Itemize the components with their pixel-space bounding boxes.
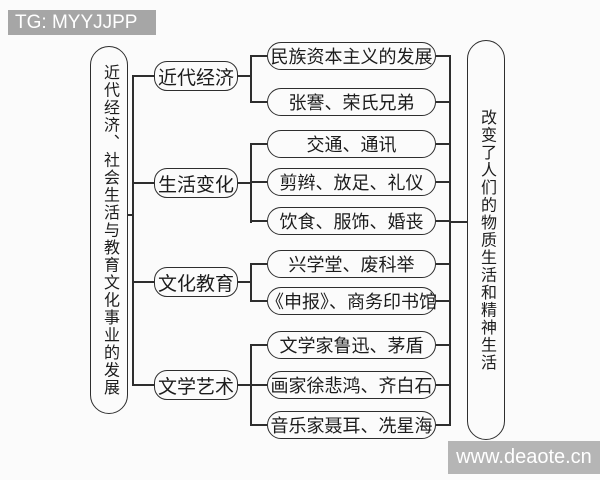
group-node-label: 文化教育 [157, 273, 234, 295]
leaf-node: 《申报》、商务印书馆 [266, 287, 437, 315]
leaf-node: 饮食、服饰、婚丧 [267, 207, 436, 235]
tg-watermark-text: TG: MYYJJPP [15, 11, 138, 33]
connector-group-out [238, 281, 251, 283]
connector-left-trunk [132, 75, 134, 386]
leaf-node: 民族资本主义的发展 [267, 42, 436, 70]
connector-stub [251, 101, 267, 103]
leaf-node: 剪辫、放足、礼仪 [267, 168, 436, 196]
connector-stub [436, 101, 450, 103]
connector-stub [251, 424, 267, 426]
group-node-label: 近代经济 [157, 67, 234, 89]
connector-group-out [238, 75, 251, 77]
outcome-node: 改变了人们的物质生活和精神生活 [467, 40, 505, 440]
leaf-node-label: 兴学堂、废科举 [288, 255, 415, 275]
connector-stub [251, 55, 267, 57]
connector-stub [436, 344, 450, 346]
leaf-node: 交通、通讯 [267, 130, 436, 158]
leaf-node-label: 画家徐悲鸿、齐白石 [270, 376, 433, 396]
connector-stub [251, 384, 267, 386]
connector-stub [436, 384, 450, 386]
connector-stub [436, 143, 450, 145]
connector-group-bracket [250, 143, 252, 223]
connector-stub [436, 55, 450, 57]
leaf-node-label: 文学家鲁迅、茅盾 [279, 336, 424, 356]
connector-stub [251, 220, 267, 222]
leaf-node: 画家徐悲鸿、齐白石 [267, 371, 436, 399]
connector-stub [133, 384, 154, 386]
connector-trunk-to-outcome [450, 221, 467, 223]
site-watermark-text: www.deaote.cn [456, 446, 592, 468]
leaf-node-label: 《申报》、商务印书馆 [266, 292, 437, 312]
leaf-node-label: 音乐家聂耳、冼星海 [270, 416, 433, 436]
connector-stub [251, 300, 267, 302]
leaf-node-label: 饮食、服饰、婚丧 [279, 212, 424, 232]
root-node-label: 近代经济、社会生活与教育文化事业的发展 [101, 63, 118, 397]
leaf-node-label: 交通、通讯 [306, 135, 397, 155]
group-node-culture-education: 文化教育 [154, 267, 238, 297]
tg-watermark-badge: TG: MYYJJPP [8, 10, 156, 35]
leaf-node-label: 剪辫、放足、礼仪 [279, 173, 424, 193]
connector-stub [251, 143, 267, 145]
leaf-node-label: 民族资本主义的发展 [270, 47, 433, 67]
connector-group-out [238, 384, 251, 386]
leaf-node-label: 张謇、荣氏兄弟 [288, 93, 415, 113]
connector-stub [251, 263, 267, 265]
group-node-life-changes: 生活变化 [154, 168, 238, 198]
connector-stub [251, 344, 267, 346]
site-watermark-badge: www.deaote.cn [448, 441, 600, 474]
group-node-label: 文学艺术 [157, 376, 234, 398]
connector-group-bracket [250, 263, 252, 302]
connector-stub [436, 263, 450, 265]
connector-stub [133, 281, 154, 283]
connector-root-to-trunk [128, 214, 133, 216]
connector-stub [436, 424, 450, 426]
connector-stub [436, 300, 450, 302]
group-node-literature-art: 文学艺术 [154, 370, 238, 400]
group-node-label: 生活变化 [157, 174, 234, 196]
connector-group-bracket [250, 55, 252, 103]
connector-stub [251, 181, 267, 183]
root-node: 近代经济、社会生活与教育文化事业的发展 [90, 46, 128, 414]
leaf-node: 张謇、荣氏兄弟 [267, 88, 436, 116]
leaf-node: 文学家鲁迅、茅盾 [267, 331, 436, 359]
connector-stub [133, 182, 154, 184]
leaf-node: 音乐家聂耳、冼星海 [267, 411, 436, 439]
connector-group-out [238, 182, 251, 184]
outcome-node-label: 改变了人们的物质生活和精神生活 [478, 108, 495, 372]
group-node-modern-economy: 近代经济 [154, 61, 238, 91]
connector-stub [133, 75, 154, 77]
connector-right-trunk [449, 55, 451, 426]
connector-stub [436, 220, 450, 222]
leaf-node: 兴学堂、废科举 [267, 250, 436, 278]
connector-stub [436, 181, 450, 183]
